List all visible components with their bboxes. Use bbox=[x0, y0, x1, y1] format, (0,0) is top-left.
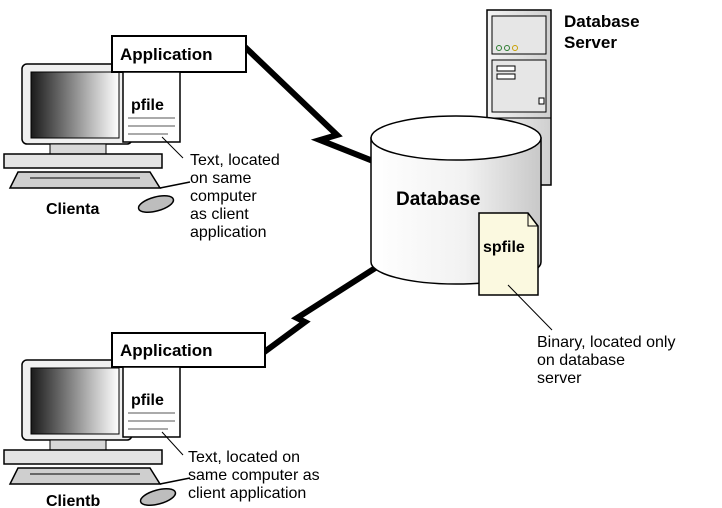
pfile-document-icon bbox=[122, 366, 181, 438]
spfile-note-line: server bbox=[537, 370, 582, 387]
spfile-document-icon bbox=[478, 212, 539, 296]
spfile-label: spfile bbox=[483, 239, 525, 256]
pfile-note-line: Text, located bbox=[190, 152, 280, 169]
application-box bbox=[111, 35, 247, 73]
pfile-note: Text, located on same computer as client… bbox=[188, 449, 324, 502]
pfile-note-line: as client bbox=[190, 206, 249, 223]
pfile-note-line: same computer as bbox=[188, 467, 320, 484]
application-box bbox=[111, 332, 266, 368]
client-name-label: Clientb bbox=[46, 493, 100, 508]
application-label: Application bbox=[120, 341, 213, 360]
spfile-leader-line bbox=[507, 284, 553, 331]
server-label: Database Server bbox=[564, 12, 644, 52]
spfile-note: Binary, located only on database server bbox=[537, 334, 680, 387]
pfile-note-line: client application bbox=[188, 485, 306, 502]
pfile-label: pfile bbox=[131, 392, 164, 409]
pfile-note-line: application bbox=[190, 224, 267, 241]
pfile-leader-line bbox=[161, 431, 184, 456]
pfile-label: pfile bbox=[131, 97, 164, 114]
spfile-note-line: on database bbox=[537, 352, 625, 369]
connection-line-clienta bbox=[242, 44, 385, 168]
spfile-note-line: Binary, located only bbox=[537, 334, 675, 351]
client-computer-icon bbox=[3, 63, 191, 213]
pfile-note-line: Text, located on bbox=[188, 449, 300, 466]
pfile-note-line: computer bbox=[190, 188, 257, 205]
database-label: Database bbox=[396, 189, 481, 210]
pfile-leader-line bbox=[161, 136, 184, 159]
client-name-label: Clienta bbox=[46, 201, 99, 218]
application-label: Application bbox=[120, 45, 213, 64]
pfile-note-line: on same bbox=[190, 170, 251, 187]
pfile-note: Text, located on same computer as client… bbox=[190, 152, 284, 241]
client-computer-icon bbox=[3, 359, 191, 506]
server-label-line: Server bbox=[564, 33, 617, 52]
connection-line-clientb bbox=[261, 262, 382, 356]
pfile-document-icon bbox=[122, 71, 181, 143]
server-label-line: Database bbox=[564, 12, 640, 31]
